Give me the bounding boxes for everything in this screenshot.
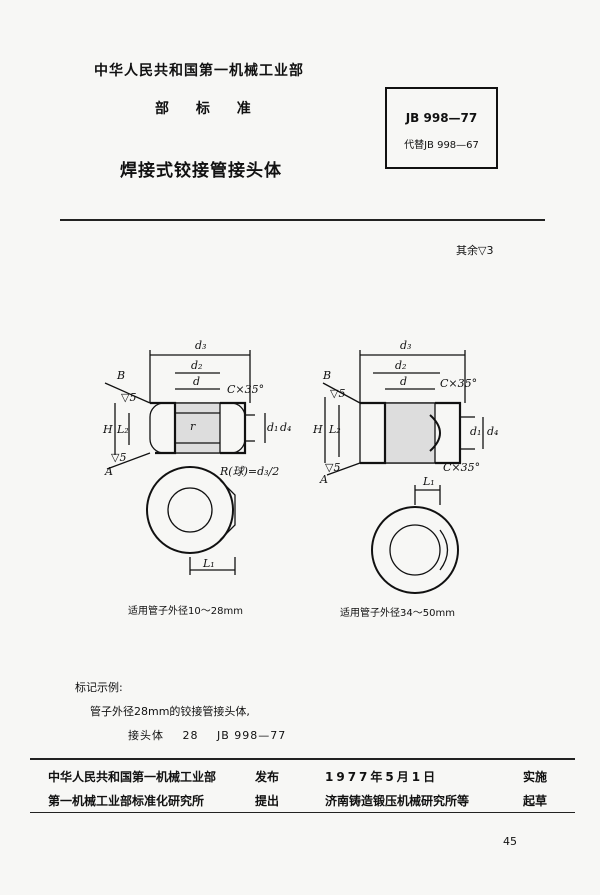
- footer-issuer: 中华人民共和国第一机械工业部: [48, 770, 217, 784]
- label-d4-left: d₄: [280, 421, 291, 434]
- label-L1-right: L₁: [422, 475, 435, 488]
- footer-drafter: 济南铸造锻压机械研究所等: [325, 794, 470, 808]
- header-rule: [60, 219, 545, 221]
- label-d3-left: d₃: [195, 339, 206, 352]
- footer-bottom-rule: [30, 812, 575, 813]
- footer-propose-word: 提出: [255, 794, 280, 808]
- document-title: 焊接式铰接管接头体: [120, 161, 282, 181]
- left-section-view: [104, 350, 266, 575]
- standard-label: 部 标 准: [155, 101, 251, 117]
- marking-example-code: 接头体 28 JB 998—77: [128, 727, 300, 743]
- footer-draft-word: 起草: [523, 794, 548, 808]
- footer-proposer: 第一机械工业部标准化研究所: [48, 794, 205, 808]
- label-chamfer-left: C×35°: [227, 383, 264, 396]
- label-radius-left: R(球)=d₃/2: [219, 465, 279, 478]
- right-section-view: [322, 350, 484, 594]
- label-A-right: A: [319, 473, 328, 486]
- roughness-note: 其余▽3: [456, 244, 494, 257]
- label-finish-left: ▽5: [121, 391, 136, 404]
- label-d2-left: d₂: [191, 359, 202, 372]
- footer-date: 1977年5月1日: [325, 770, 439, 784]
- footer-issue-word: 发布: [255, 770, 280, 784]
- footer-implement-word: 实施: [523, 770, 548, 784]
- caption-left: 适用管子外径10～28mm: [128, 606, 243, 617]
- caption-right: 适用管子外径34～50mm: [340, 608, 455, 619]
- label-B-right: B: [322, 369, 331, 382]
- label-H-right: H: [312, 423, 323, 436]
- ministry-name: 中华人民共和国第一机械工业部: [94, 63, 304, 79]
- example-size: 28: [182, 729, 199, 742]
- marking-example-desc: 管子外径28mm的铰接管接头体,: [90, 705, 250, 718]
- footer-top-rule: [30, 758, 575, 760]
- label-d-right: d: [400, 375, 407, 388]
- label-d-left: d: [193, 375, 200, 388]
- label-r-left: r: [190, 420, 196, 433]
- label-finish-right: ▽5: [330, 387, 345, 400]
- label-L1-left: L₁: [202, 557, 215, 570]
- label-L2-left: L₂: [116, 423, 129, 436]
- label-chamfer-right: C×35°: [440, 377, 477, 390]
- label-B-left: B: [116, 369, 125, 382]
- label-d4-right: d₄: [487, 425, 498, 438]
- standard-number: JB 998—77: [405, 111, 478, 125]
- label-finish2-right: ▽5: [325, 461, 340, 474]
- label-A-left: A: [104, 465, 113, 478]
- example-standard: JB 998—77: [217, 729, 287, 742]
- technical-drawing: d₃ d₂ d C×35° B ▽5 H L₂ d₁ d₄ r ▽5 A R(球…: [102, 339, 498, 594]
- label-L2-right: L₂: [328, 423, 341, 436]
- replaces-standard: 代替JB 998—67: [404, 140, 479, 151]
- marking-heading: 标记示例:: [75, 681, 123, 694]
- label-d1-left: d₁: [267, 421, 278, 434]
- label-d2-right: d₂: [395, 359, 406, 372]
- label-chamfer2-right: C×35°: [443, 461, 480, 474]
- label-d1-right: d₁: [470, 425, 481, 438]
- example-part-name: 接头体: [128, 729, 164, 742]
- label-H-left: H: [102, 423, 113, 436]
- standard-number-box: JB 998—77 代替JB 998—67: [385, 87, 498, 169]
- label-finish2-left: ▽5: [111, 451, 126, 464]
- label-d3-right: d₃: [400, 339, 411, 352]
- page-number: 45: [503, 835, 517, 848]
